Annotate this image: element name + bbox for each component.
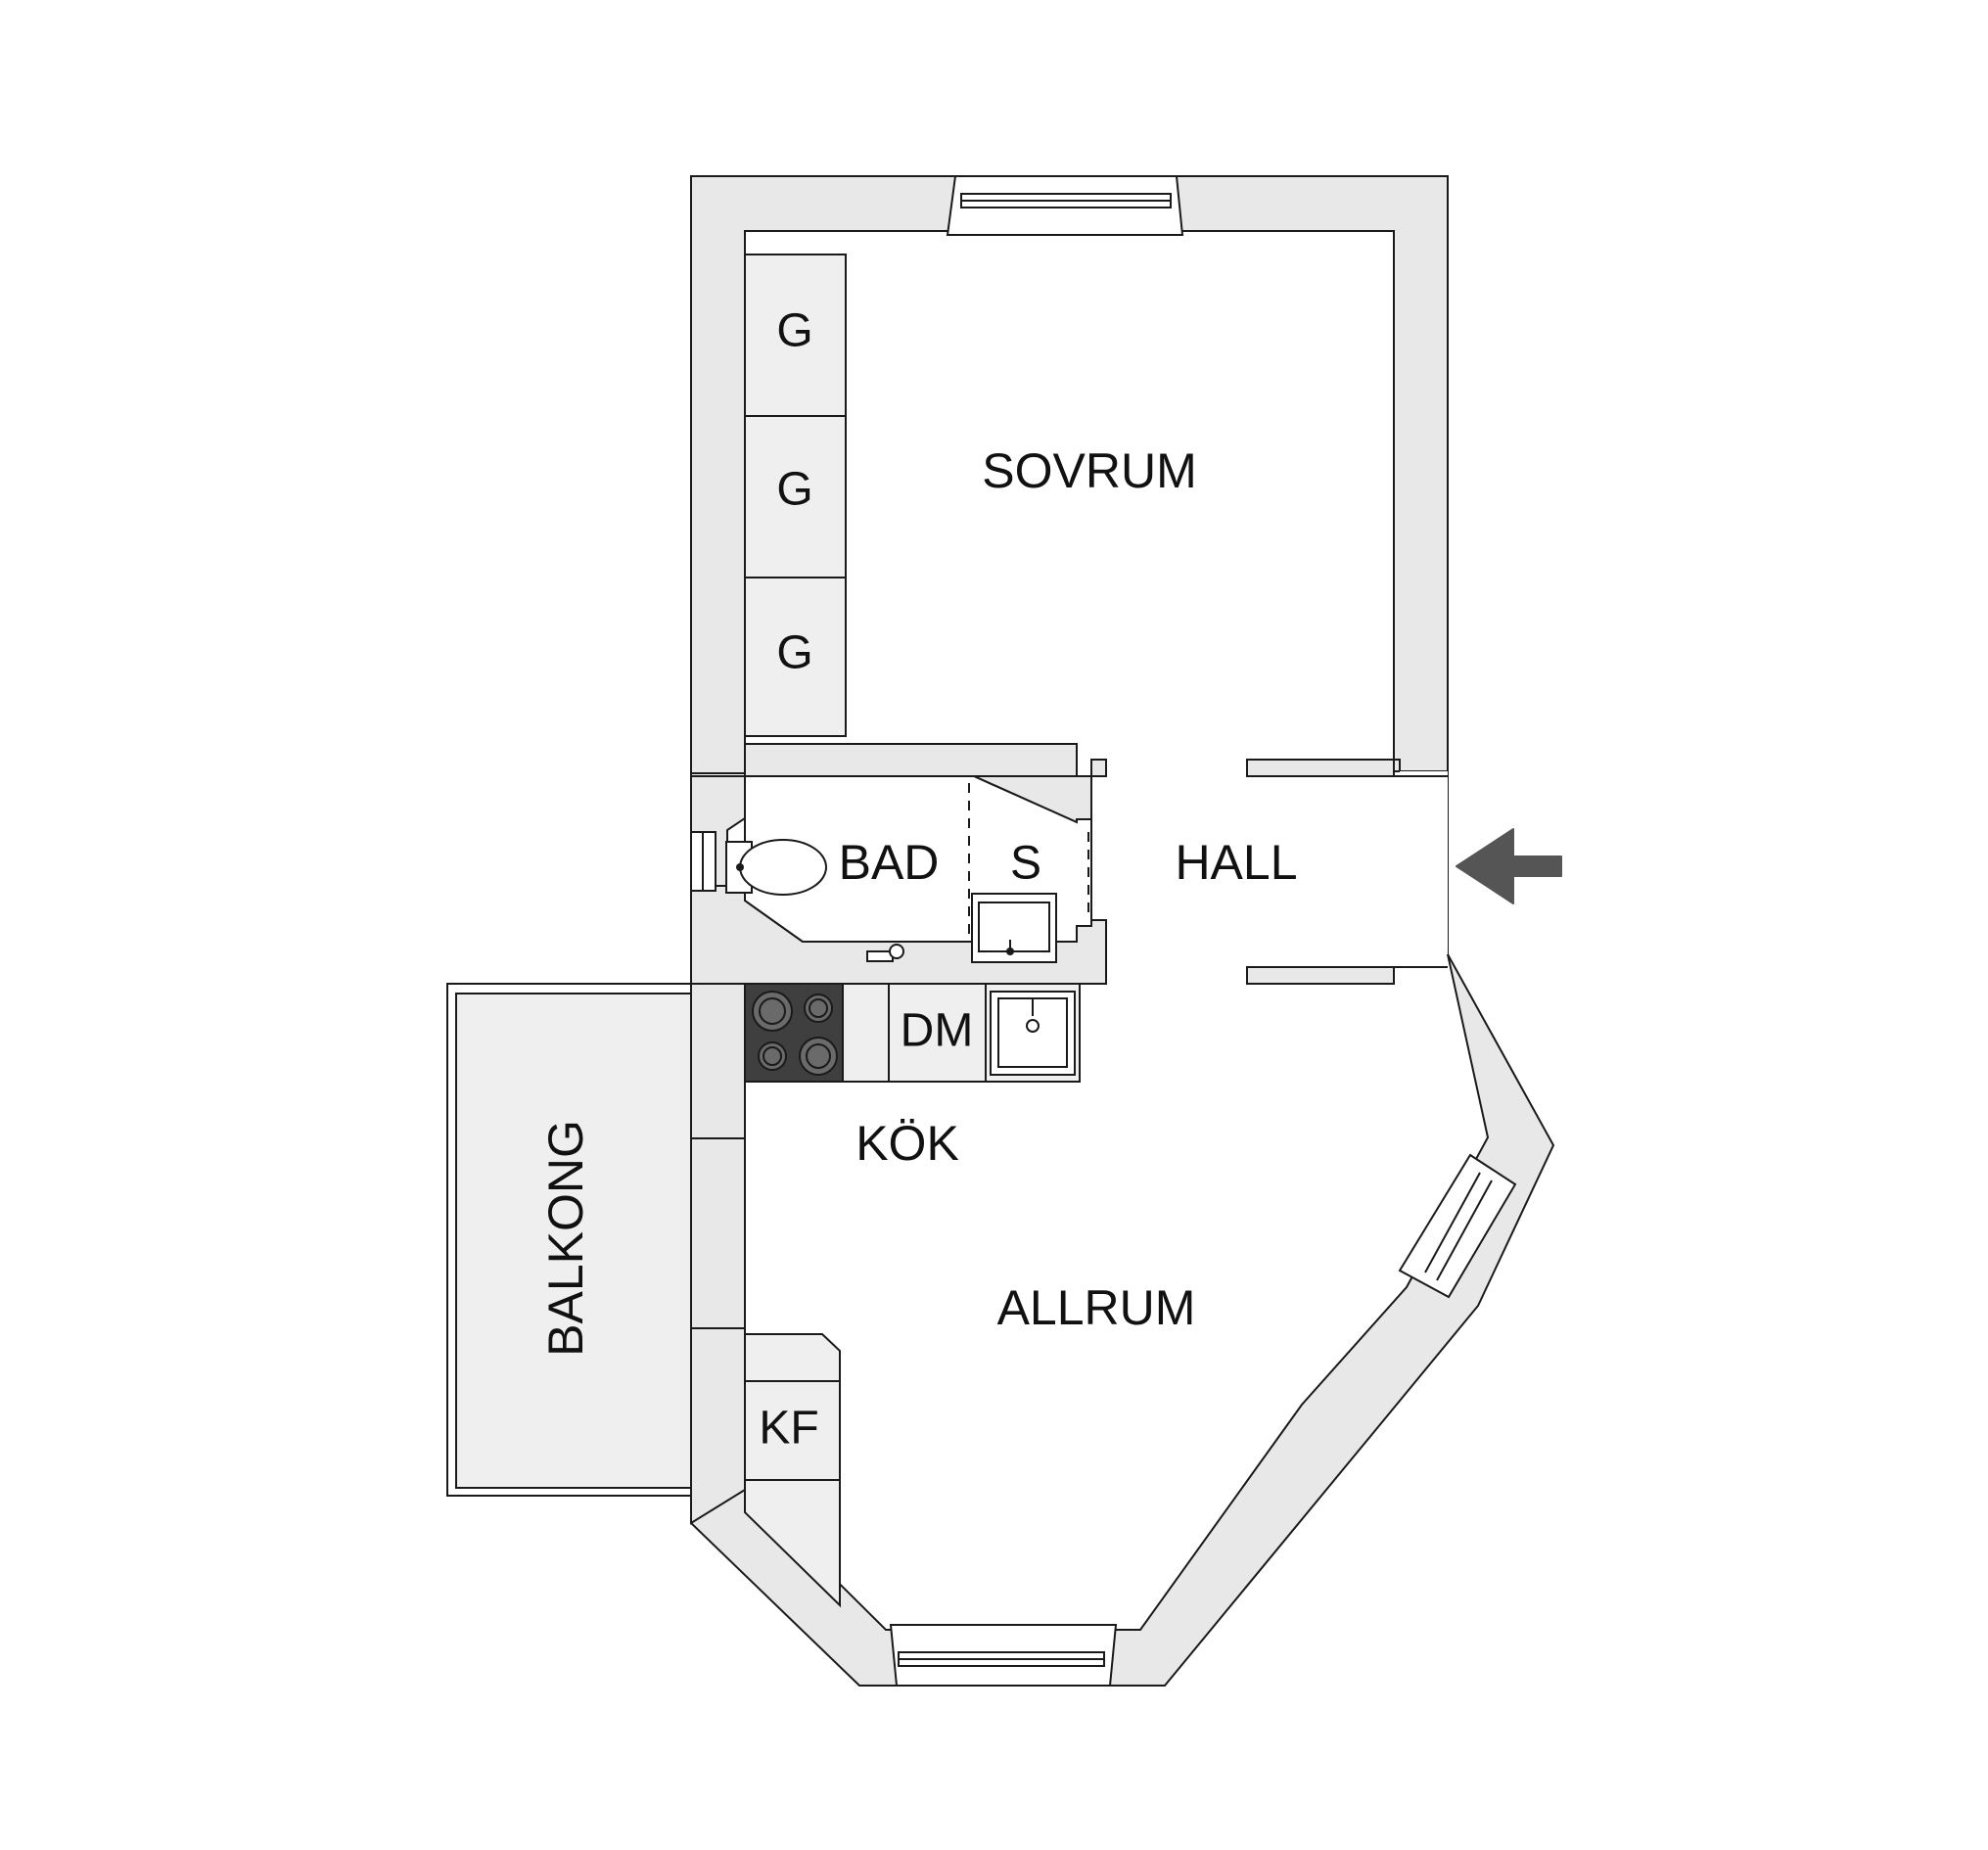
wardrobe-label-1: G [776, 305, 812, 357]
room-label-allrum: ALLRUM [997, 1280, 1196, 1335]
kitchen-sink-icon [990, 991, 1076, 1076]
stove-icon [744, 983, 844, 1083]
window-bathroom [690, 831, 717, 892]
window-bedroom-top [946, 175, 1184, 236]
window-living-right [1398, 1153, 1517, 1299]
room-label-sovrum: SOVRUM [982, 443, 1196, 498]
fridge-freezer [744, 1333, 841, 1608]
balcony [446, 983, 693, 1497]
room-label-hall: HALL [1175, 835, 1297, 890]
wardrobe-label-2: G [776, 464, 812, 516]
toilet-icon [725, 839, 827, 896]
room-label-kok: KÖK [855, 1116, 959, 1171]
window-living-bottom [889, 1624, 1118, 1687]
fridge-freezer-label: KF [759, 1403, 818, 1455]
wardrobes [744, 254, 847, 737]
wardrobe-label-3: G [776, 627, 812, 679]
kitchen-counter [744, 983, 1081, 1083]
dishwasher-label: DM [901, 1005, 974, 1057]
shower-label: S [1010, 838, 1041, 890]
room-label-balkong: BALKONG [538, 1120, 593, 1357]
sink-icon [971, 893, 1057, 963]
entrance-arrow-icon [1456, 828, 1562, 904]
room-label-bad: BAD [839, 835, 940, 890]
bath-faucet-icon [866, 944, 904, 962]
